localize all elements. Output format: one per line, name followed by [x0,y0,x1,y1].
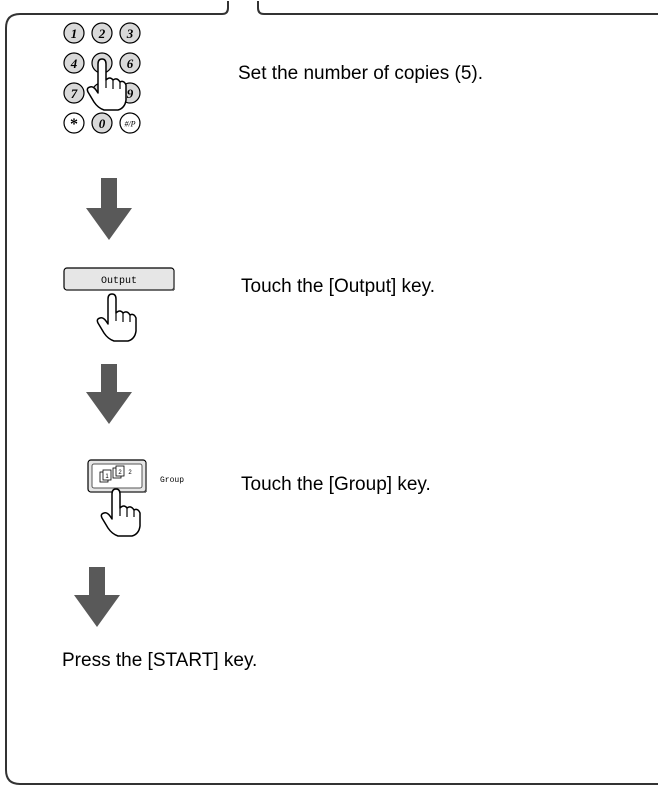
key-label-7: 7 [71,86,78,101]
down-arrow-icon [86,178,132,240]
key-label-6: 6 [127,56,134,71]
step-3-text: Touch the [Group] key. [241,474,431,495]
keypad-key-2[interactable]: 2 [91,22,113,44]
keypad-key-hash-p[interactable]: #/P [119,112,141,134]
key-label-2: 2 [98,26,106,41]
svg-text:2: 2 [118,470,122,476]
group-button-caption: Group [160,476,184,485]
pointing-hand-icon [100,488,141,537]
output-button[interactable]: Output [63,267,175,291]
step-4-text: Press the [START] key. [62,650,258,671]
keypad-key-7[interactable]: 7 [63,82,85,104]
keypad-key-1[interactable]: 1 [63,22,85,44]
keypad-key-asterisk[interactable]: * [63,112,85,134]
key-label-0: 0 [99,116,106,131]
step-1-text: Set the number of copies (5). [238,63,484,84]
group-button[interactable]: 2 1 2 [87,459,147,493]
output-key-illustration: Output [62,266,178,346]
keypad-key-3[interactable]: 3 [119,22,141,44]
step-2-text: Touch the [Output] key. [241,276,435,297]
key-label-1: 1 [71,26,78,41]
group-key-illustration: 2 1 2 Group [86,458,216,542]
key-label-hash-p: #/P [124,120,135,129]
keypad-key-0[interactable]: 0 [91,112,113,134]
key-label-asterisk: * [70,116,78,133]
down-arrow-icon [86,364,132,424]
down-arrow-icon [74,567,120,627]
key-label-9: 9 [127,86,134,101]
pointing-hand-icon [86,58,127,111]
numeric-keypad: 1 2 3 4 5 6 [62,20,180,150]
group-copies-icon: 2 1 2 [99,465,132,483]
keypad-key-4[interactable]: 4 [63,52,85,74]
key-label-3: 3 [126,26,134,41]
pointing-hand-icon [96,293,137,342]
output-button-label: Output [101,276,137,287]
key-label-4: 4 [70,56,78,71]
keypad-key-6[interactable]: 6 [119,52,141,74]
svg-text:2: 2 [128,470,132,476]
svg-text:1: 1 [105,474,109,480]
